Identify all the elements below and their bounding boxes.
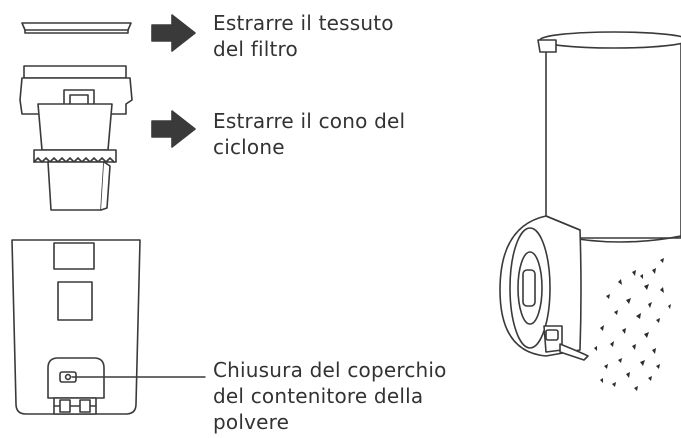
debris-particles (594, 258, 671, 391)
cyclone-cone-illustration (19, 65, 133, 211)
dust-bin-emptying-illustration (499, 31, 681, 361)
dust-container-illustration (11, 239, 141, 415)
filter-fabric-illustration (21, 22, 132, 34)
filter-fabric-label: Estrarre il tessuto del filtro (213, 10, 394, 62)
cyclone-cone-label: Estrarre il cono del ciclone (213, 108, 405, 160)
arrow-right-icon (151, 110, 196, 148)
dust-bin-latch-label-line3: polvere (213, 410, 290, 434)
cyclone-cone-label-line2: ciclone (213, 135, 285, 159)
filter-fabric-label-line1: Estrarre il tessuto (213, 11, 394, 35)
filter-fabric-label-line2: del filtro (213, 37, 298, 61)
dust-bin-latch-label-line1: Chiusura del coperchio (213, 358, 447, 382)
arrow-right-icon (151, 14, 196, 52)
dust-bin-latch-label: Chiusura del coperchio del contenitore d… (213, 357, 447, 435)
cyclone-cone-label-line1: Estrarre il cono del (213, 109, 406, 133)
dust-bin-latch-label-line2: del contenitore della (213, 384, 424, 408)
